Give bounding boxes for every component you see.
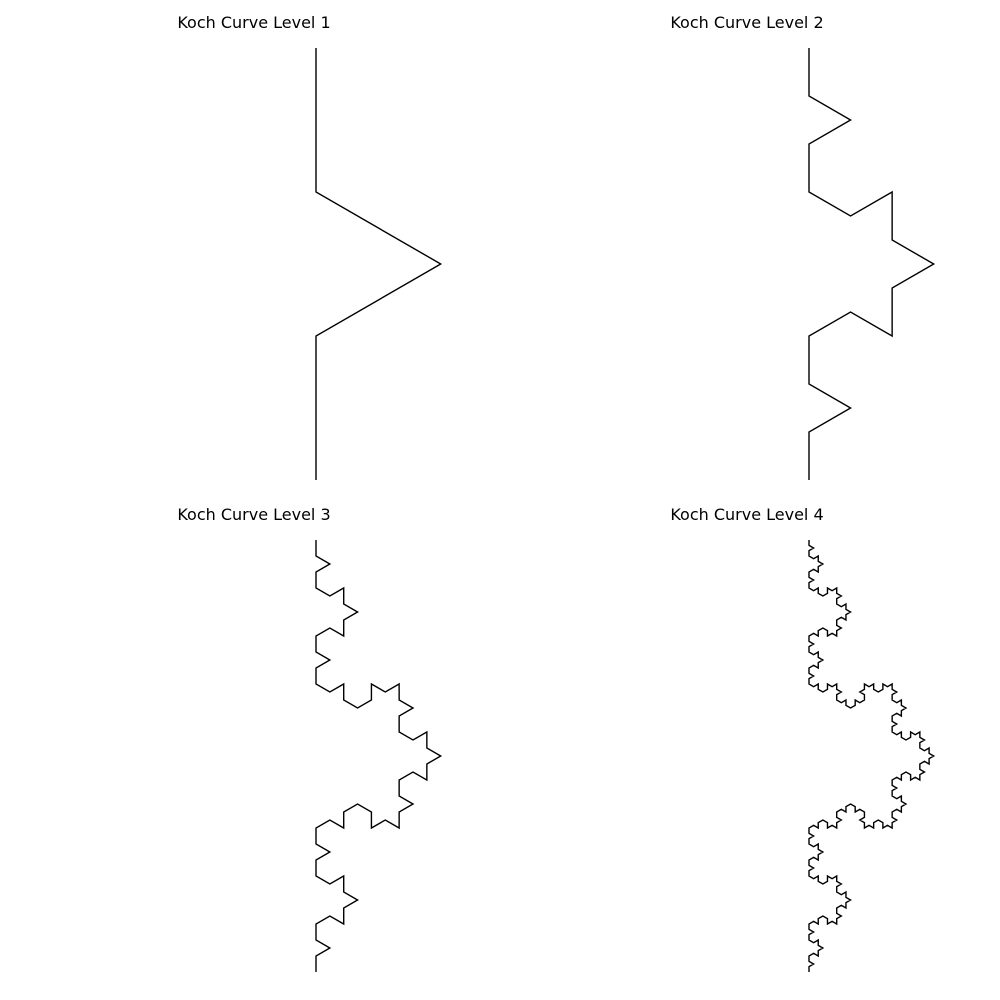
panel-level-2: Koch Curve Level 2 — [493, 0, 993, 500]
panel-title: Koch Curve Level 3 — [177, 505, 331, 524]
panel-level-4: Koch Curve Level 4 — [493, 492, 993, 992]
panel-title: Koch Curve Level 1 — [177, 13, 331, 32]
curve-path — [808, 48, 936, 480]
panel-title: Koch Curve Level 2 — [670, 13, 824, 32]
panel-title: Koch Curve Level 4 — [670, 505, 824, 524]
koch-curve-level-4 — [808, 540, 936, 972]
koch-curve-level-1 — [315, 48, 443, 480]
panel-level-3: Koch Curve Level 3 — [0, 492, 500, 992]
curve-path — [808, 540, 936, 972]
curve-path — [315, 540, 443, 972]
koch-curve-level-2 — [808, 48, 936, 480]
koch-curve-level-3 — [315, 540, 443, 972]
panel-level-1: Koch Curve Level 1 — [0, 0, 500, 500]
curve-path — [315, 48, 443, 480]
